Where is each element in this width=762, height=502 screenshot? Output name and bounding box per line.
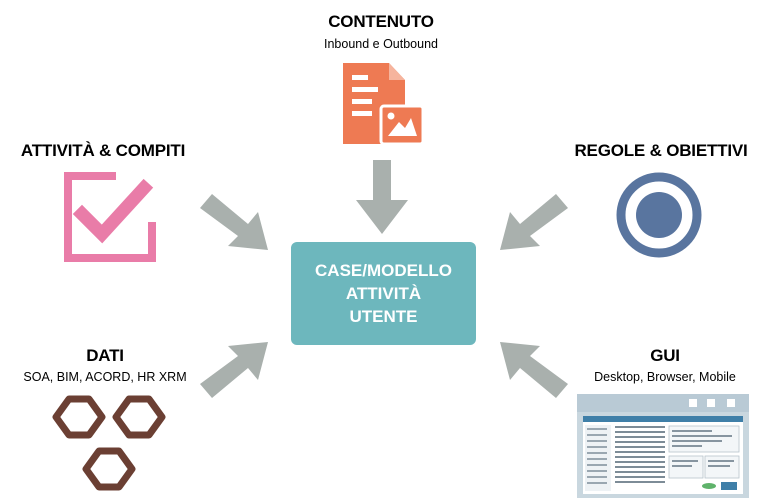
checkbox-check-icon [60,170,160,265]
arrow-icon [492,336,572,406]
gui-title: GUI [650,346,680,365]
center-line-1: CASE/MODELLO [315,261,452,280]
attivita-title: ATTIVITÀ & COMPITI [20,141,186,160]
arrow-icon [196,186,276,256]
dati-subtitle: SOA, BIM, ACORD, HR XRM [23,370,187,384]
contenuto-subtitle: Inbound e Outbound [324,37,438,51]
arrow-icon [196,336,276,406]
center-case-box: CASE/MODELLO ATTIVITÀ UTENTE [291,242,476,345]
contenuto-title: CONTENUTO [328,12,434,31]
screen-icon [577,394,749,498]
hexagons-icon [50,393,170,499]
regole-title: REGOLE & OBIETTIVI [574,141,748,160]
center-line-3: UTENTE [349,307,418,326]
gui-subtitle: Desktop, Browser, Mobile [594,370,736,384]
target-icon [614,170,704,260]
dati-title: DATI [86,346,124,365]
center-line-2: ATTIVITÀ [345,284,422,303]
arrow-icon [492,186,572,256]
arrow-icon [356,160,408,234]
document-image-icon [337,60,427,150]
